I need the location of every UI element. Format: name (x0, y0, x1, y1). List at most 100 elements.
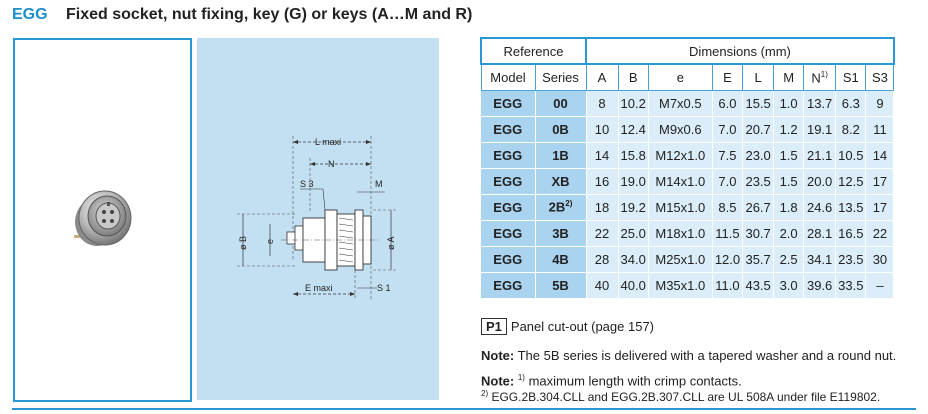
dimension-cell: M7x0.5 (648, 90, 713, 117)
header-col-e-thread: e (647, 63, 713, 91)
header-col-n: N1) (803, 63, 837, 91)
dimension-cell: 33.5 (835, 272, 867, 299)
product-code: EGG (12, 6, 48, 23)
model-cell: EGG (481, 220, 536, 247)
dimension-cell: M18x1.0 (648, 220, 713, 247)
dimension-cell: 13.7 (803, 90, 837, 117)
dimension-cell: 11.5 (712, 220, 744, 247)
dimension-cell: 34.1 (803, 246, 837, 273)
dimension-cell: 2.5 (773, 246, 805, 273)
note-5b-series: Note: The 5B series is delivered with a … (481, 348, 896, 363)
dimension-cell: 1.0 (773, 90, 805, 117)
dimension-cell: 30.7 (742, 220, 775, 247)
dimension-cell: 10.2 (618, 90, 649, 117)
dimension-cell: 16 (586, 168, 619, 195)
header-col-b: B (617, 63, 649, 91)
label-m: M (375, 179, 383, 189)
model-cell: EGG (481, 246, 536, 273)
series-cell: 4B (535, 246, 587, 273)
dimension-cell: M25x1.0 (648, 246, 713, 273)
dimension-cell: 17 (865, 168, 895, 195)
dimension-cell: 1.8 (773, 194, 805, 221)
header-dimensions: Dimensions (mm) (585, 37, 895, 65)
series-cell: 1B (535, 142, 587, 169)
dimension-cell: 40.0 (618, 272, 649, 299)
dimension-cell: 20.7 (742, 116, 775, 143)
bottom-divider (12, 408, 916, 410)
dimension-cell: 23.5 (742, 168, 775, 195)
dimension-cell: 18 (586, 194, 619, 221)
series-value: 2B (548, 199, 566, 215)
dimension-cell: 9 (865, 90, 895, 117)
header-col-s1: S1 (835, 63, 867, 91)
dimension-cell: 25.0 (618, 220, 649, 247)
model-cell: EGG (481, 116, 536, 143)
dimension-cell: 12.4 (618, 116, 649, 143)
dimension-cell: 40 (586, 272, 619, 299)
series-value: 00 (553, 95, 568, 111)
dimensions-table: Reference Dimensions (mm) Model Series A… (480, 37, 895, 299)
dimension-cell: 7.5 (712, 142, 744, 169)
dimension-cell: 15.8 (618, 142, 649, 169)
dimension-cell: 30 (865, 246, 895, 273)
label-e: e (265, 239, 275, 244)
dimension-cell: 10.5 (835, 142, 867, 169)
header-col-m: M (773, 63, 805, 91)
dimension-cell: 20.0 (803, 168, 837, 195)
label-s1: S 1 (377, 283, 391, 293)
label-n: N (328, 159, 335, 169)
dimension-cell: 22 (586, 220, 619, 247)
dimension-cell: 15.5 (742, 90, 775, 117)
dimension-cell: 12.5 (835, 168, 867, 195)
dimension-cell: 1.5 (773, 142, 805, 169)
model-cell: EGG (481, 90, 536, 117)
dimension-cell: 1.5 (773, 168, 805, 195)
dimension-drawing-panel: L maxi N S 3 M ø B e ø A (197, 38, 439, 400)
series-value: 1B (552, 147, 569, 163)
product-description: Fixed socket, nut fixing, key (G) or key… (66, 6, 473, 23)
series-cell: 3B (535, 220, 587, 247)
series-cell: 2B2) (535, 194, 587, 221)
dimension-cell: 21.1 (803, 142, 837, 169)
dimension-cell: 28.1 (803, 220, 837, 247)
footnote-2-text: EGG.2B.304.CLL and EGG.2B.307.CLL are UL… (491, 390, 881, 405)
dimension-cell: 1.2 (773, 116, 805, 143)
dimension-cell: 24.6 (803, 194, 837, 221)
label-l-maxi: L maxi (315, 137, 341, 147)
dimension-drawing: L maxi N S 3 M ø B e ø A (237, 136, 397, 300)
model-cell: EGG (481, 194, 536, 221)
series-cell: 0B (535, 116, 587, 143)
series-cell: 5B (535, 272, 587, 299)
dimension-cell: 19.1 (803, 116, 837, 143)
model-cell: EGG (481, 142, 536, 169)
model-cell: EGG (481, 168, 536, 195)
dimension-cell: 28 (586, 246, 619, 273)
label-dia-b: ø B (238, 236, 248, 250)
panel-tag: P1 (481, 318, 507, 335)
footnote-label: Note: (481, 373, 515, 389)
series-value: 3B (552, 225, 569, 241)
dimension-cell: 7.0 (712, 116, 744, 143)
header-col-a: A (585, 63, 619, 91)
dimension-cell: 16.5 (835, 220, 867, 247)
label-s3: S 3 (300, 179, 314, 189)
series-cell: 00 (535, 90, 587, 117)
label-e-maxi: E maxi (305, 283, 333, 293)
header-series: Series (534, 63, 587, 91)
product-photo-panel (13, 38, 192, 402)
dimension-cell: 12.0 (712, 246, 744, 273)
dimension-cell: 8.5 (712, 194, 744, 221)
model-cell: EGG (481, 272, 536, 299)
dimension-cell: 7.0 (712, 168, 744, 195)
dimension-cell: M9x0.6 (648, 116, 713, 143)
dimension-cell: 6.0 (712, 90, 744, 117)
page-title: EGG Fixed socket, nut fixing, key (G) or… (12, 6, 472, 24)
dimension-cell: 2.0 (773, 220, 805, 247)
dimension-cell: M12x1.0 (648, 142, 713, 169)
socket-photo (74, 190, 132, 246)
header-reference: Reference (480, 37, 587, 65)
series-value: 0B (552, 121, 569, 137)
